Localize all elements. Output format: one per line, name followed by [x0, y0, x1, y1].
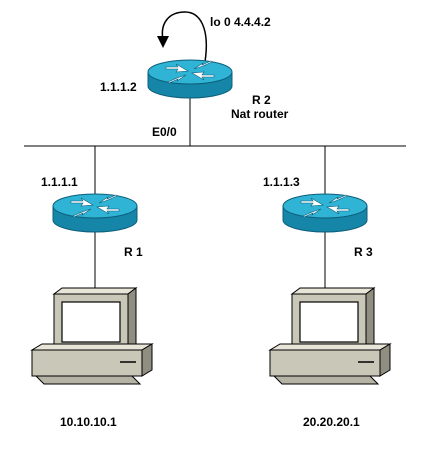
r1-name-label: R 1 — [124, 245, 143, 259]
host-right-ip-label: 20.20.20.1 — [303, 415, 360, 429]
router-icon-r1 — [52, 193, 138, 233]
router-icon-r2 — [147, 59, 233, 99]
loopback-label: lo 0 4.4.4.2 — [210, 15, 271, 29]
r2-role-label: Nat router — [231, 107, 289, 121]
workstation-icon-left — [31, 287, 153, 385]
workstation-icon-right — [269, 287, 391, 385]
r3-name-label: R 3 — [354, 245, 373, 259]
r1-ip-label: 1.1.1.1 — [41, 175, 78, 189]
r2-name-label: R 2 — [252, 93, 271, 107]
loopback-arrow-icon — [157, 11, 207, 63]
router-icon-r3 — [282, 193, 368, 233]
r2-ip-label: 1.1.1.2 — [100, 80, 137, 94]
r3-ip-label: 1.1.1.3 — [263, 175, 300, 189]
r2-interface-label: E0/0 — [152, 125, 177, 139]
host-left-ip-label: 10.10.10.1 — [60, 415, 117, 429]
